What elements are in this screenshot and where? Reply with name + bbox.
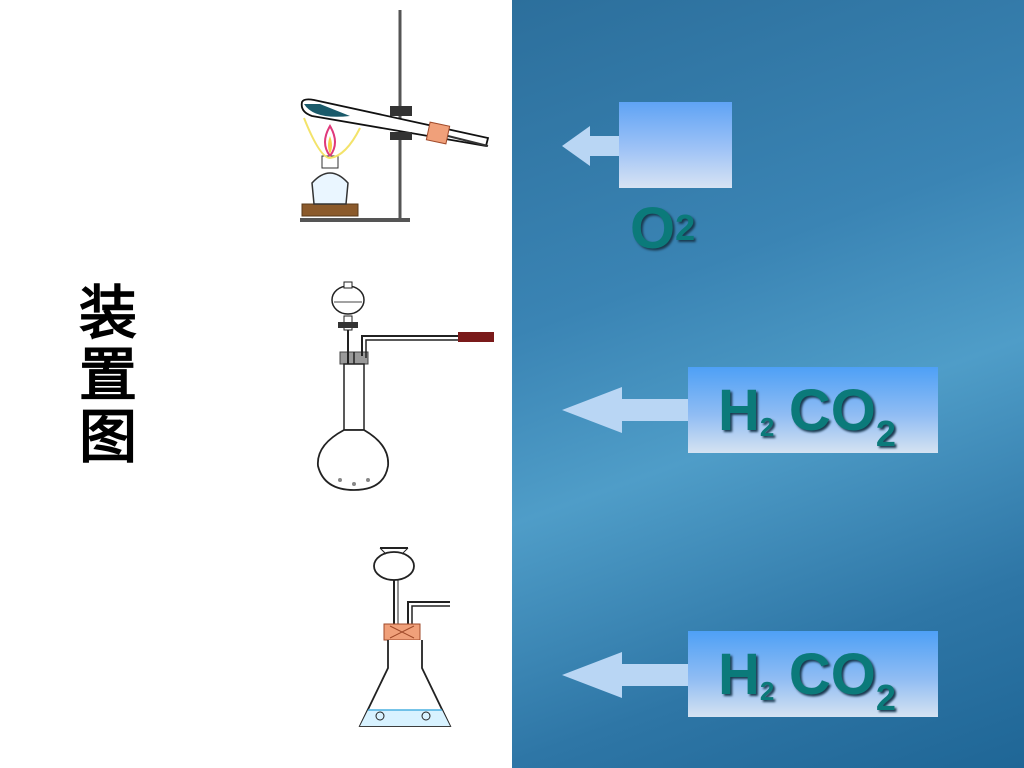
title-char-3: 图 xyxy=(78,403,137,471)
arrow-left-icon xyxy=(562,387,692,433)
arrow-left-icon xyxy=(562,126,622,166)
gas-label: H2 CO2 xyxy=(718,642,896,718)
title-char-1: 装 xyxy=(78,279,137,347)
gas-box-h2-co2: H2 CO2 xyxy=(688,367,938,454)
gas-box-h2-co2: H2 CO2 xyxy=(688,631,938,718)
flask-separatory-funnel-icon xyxy=(317,281,494,491)
gas-box-o2 xyxy=(619,102,732,188)
gas-label: H2 CO2 xyxy=(718,378,896,454)
title-char-2: 置 xyxy=(78,341,137,409)
vertical-title: 装 置 图 xyxy=(68,282,148,468)
arrow-left-icon xyxy=(562,652,692,698)
conical-flask-funnel-icon xyxy=(358,547,452,727)
test-tube-heating-icon xyxy=(300,10,490,222)
